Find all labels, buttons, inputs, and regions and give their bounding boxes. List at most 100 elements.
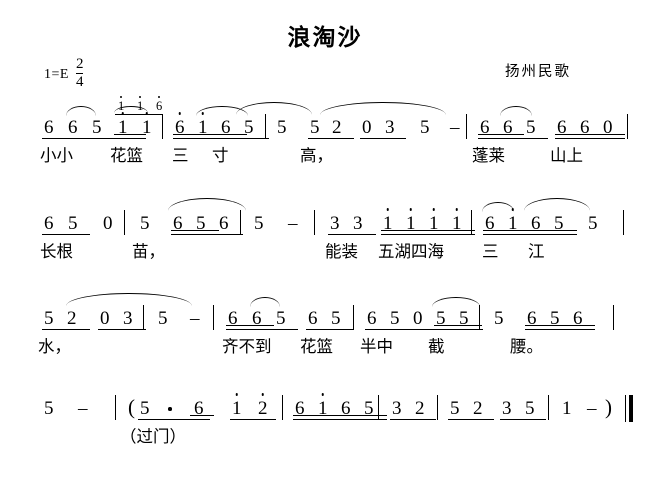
barline — [613, 305, 615, 330]
note-number: 6 — [573, 308, 583, 329]
lyric-text: 三 — [172, 146, 189, 165]
note-number: 6 — [527, 308, 537, 329]
note-number: 5 — [158, 308, 168, 329]
barline — [265, 114, 267, 139]
note-number: 6 — [175, 117, 185, 138]
lyrics-row: 水，齐不到花篮半中截腰。 — [0, 337, 650, 367]
note-number: 6 — [44, 117, 54, 138]
augmentation-dot — [168, 407, 172, 411]
beam-line — [478, 134, 524, 136]
beam-line — [293, 415, 387, 417]
note-number: 5 — [525, 398, 535, 419]
note-number: 6 — [221, 117, 231, 138]
note-number: 3 — [330, 213, 340, 234]
note-number: 3 — [123, 308, 133, 329]
composer-attribution: 扬州民歌 — [505, 64, 571, 80]
barline — [213, 305, 215, 330]
lyric-text: （过门） — [120, 427, 186, 446]
slur-arc — [66, 106, 96, 116]
beam-line — [555, 134, 625, 136]
time-signature-numerator: 2 — [75, 56, 84, 72]
beam-line — [293, 419, 387, 421]
note-number: 5 — [550, 308, 560, 329]
note-number: 0 — [100, 308, 110, 329]
slur-arc — [500, 106, 532, 116]
note-number: 1 — [562, 398, 572, 419]
note-number: 5 — [68, 213, 78, 234]
note-number: 3 — [392, 398, 402, 419]
duration-dash: – — [78, 398, 88, 419]
beam-line — [42, 234, 90, 236]
note-number: 1 — [508, 213, 518, 234]
barline — [282, 395, 284, 420]
note-number: 0 — [603, 117, 613, 138]
note-number: 6 — [485, 213, 495, 234]
note-number: 1 — [383, 213, 393, 234]
lyric-text: 寸 — [212, 146, 229, 165]
final-barline-thin — [625, 395, 627, 422]
note-number: 5 — [277, 117, 287, 138]
grace-note: 6 — [156, 99, 163, 113]
note-number: 6 — [367, 308, 377, 329]
slur-arc — [114, 106, 148, 113]
note-number: 5 — [390, 308, 400, 329]
beam-line — [98, 329, 146, 331]
note-number: 5 — [244, 117, 254, 138]
note-number: 6 — [295, 398, 305, 419]
barline — [437, 395, 439, 420]
duration-dash: – — [190, 308, 200, 329]
lyric-text: 截 — [428, 337, 445, 356]
note-number: 2 — [67, 308, 77, 329]
note-number: 6 — [194, 398, 204, 419]
barline — [627, 114, 629, 139]
beam-line — [483, 230, 577, 232]
note-number: 6 — [173, 213, 183, 234]
lyric-text: 五湖四海 — [378, 242, 444, 261]
slur-arc — [432, 297, 480, 307]
note-number: 5 — [44, 308, 54, 329]
beam-line — [42, 138, 114, 140]
time-signature-denominator: 4 — [75, 73, 84, 90]
beam-line — [555, 138, 625, 140]
beam-line — [434, 325, 482, 327]
beam-line — [115, 114, 163, 116]
note-number: 5 — [331, 308, 341, 329]
lyric-text: 齐不到 — [222, 337, 272, 356]
beam-line — [525, 329, 595, 331]
open-parenthesis: ( — [128, 395, 135, 419]
slur-arc — [320, 102, 446, 115]
note-number: 5 — [526, 117, 536, 138]
note-number: 5 — [554, 213, 564, 234]
beam-line — [173, 138, 269, 140]
beam-line — [306, 329, 354, 331]
note-number: 1 — [452, 213, 462, 234]
page-title: 浪淘沙 — [287, 25, 363, 51]
note-number: 5 — [254, 213, 264, 234]
note-number: 3 — [353, 213, 363, 234]
note-number: 5 — [588, 213, 598, 234]
time-signature: 2 4 — [75, 56, 84, 90]
barline — [124, 210, 126, 235]
note-number: 1 — [198, 117, 208, 138]
close-parenthesis: ) — [605, 395, 612, 419]
beam-line — [365, 329, 483, 331]
note-number: 1 — [232, 398, 242, 419]
barline — [240, 210, 242, 235]
slur-arc — [168, 198, 246, 211]
note-number: 2 — [415, 398, 425, 419]
lyric-text: 水， — [38, 337, 71, 356]
beam-line — [171, 234, 243, 236]
lyric-text: 江 — [528, 242, 545, 261]
beam-line — [226, 325, 274, 327]
lyric-text: 腰。 — [510, 337, 543, 356]
beam-line — [173, 134, 247, 136]
note-number: 5 — [459, 308, 469, 329]
lyrics-row: （过门） — [0, 427, 650, 457]
beam-line — [190, 415, 214, 417]
duration-dash: – — [587, 398, 597, 419]
beam-line — [114, 134, 146, 136]
lyric-text: 花篮 — [300, 337, 333, 356]
